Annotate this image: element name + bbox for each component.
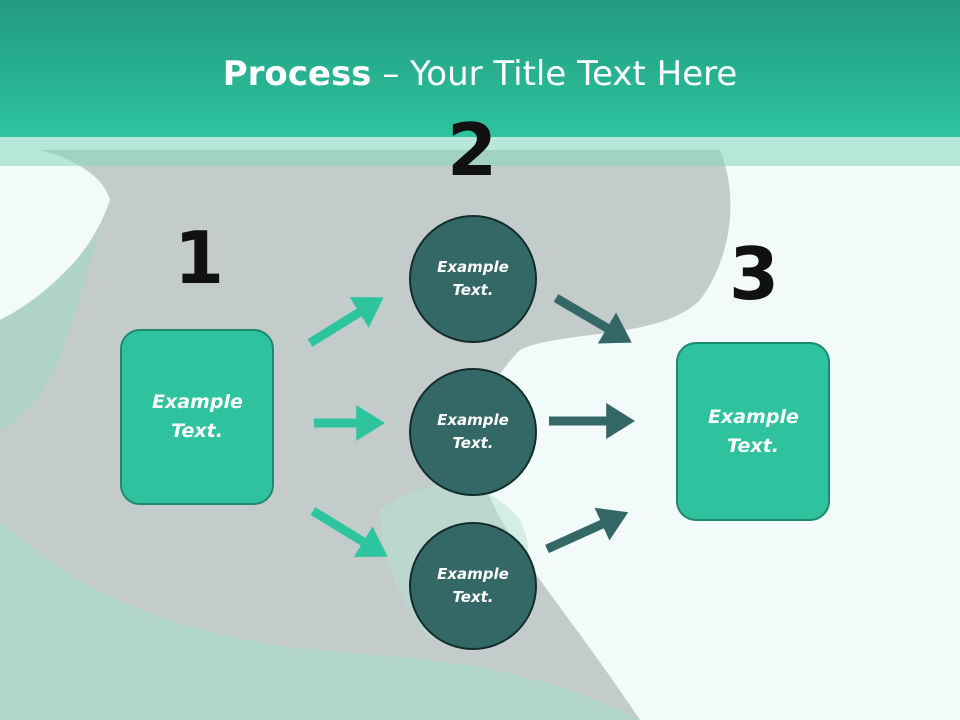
step-number-3: 3: [728, 232, 780, 316]
title-bold: Process: [222, 54, 372, 94]
arrow-left-to-bottom: [310, 507, 388, 558]
arrow-bottom-to-right: [545, 507, 629, 554]
header-accent-band: [0, 137, 960, 166]
step-number-1: 1: [173, 216, 225, 300]
header-bar: [0, 0, 960, 137]
circle-top-text: Example Text.: [437, 258, 509, 299]
slide-title: Process – Your Title Text Here: [0, 50, 960, 98]
circle-bottom-text: Example Text.: [437, 565, 509, 606]
circle-middle-text: Example Text.: [437, 411, 509, 452]
arrow-left-to-top: [307, 297, 384, 347]
step-2-circle-top: Example Text.: [409, 215, 537, 343]
step-3-box-text: Example Text.: [708, 405, 799, 457]
step-2-circle-bottom: Example Text.: [409, 522, 537, 650]
step-1-box-text: Example Text.: [152, 391, 243, 442]
arrow-top-to-right: [553, 294, 632, 344]
step-1-box: Example Text.: [120, 329, 274, 505]
step-3-box: Example Text.: [676, 342, 830, 521]
title-rest: – Your Title Text Here: [371, 54, 738, 94]
step-number-2: 2: [446, 108, 498, 192]
step-2-circle-middle: Example Text.: [409, 368, 537, 496]
